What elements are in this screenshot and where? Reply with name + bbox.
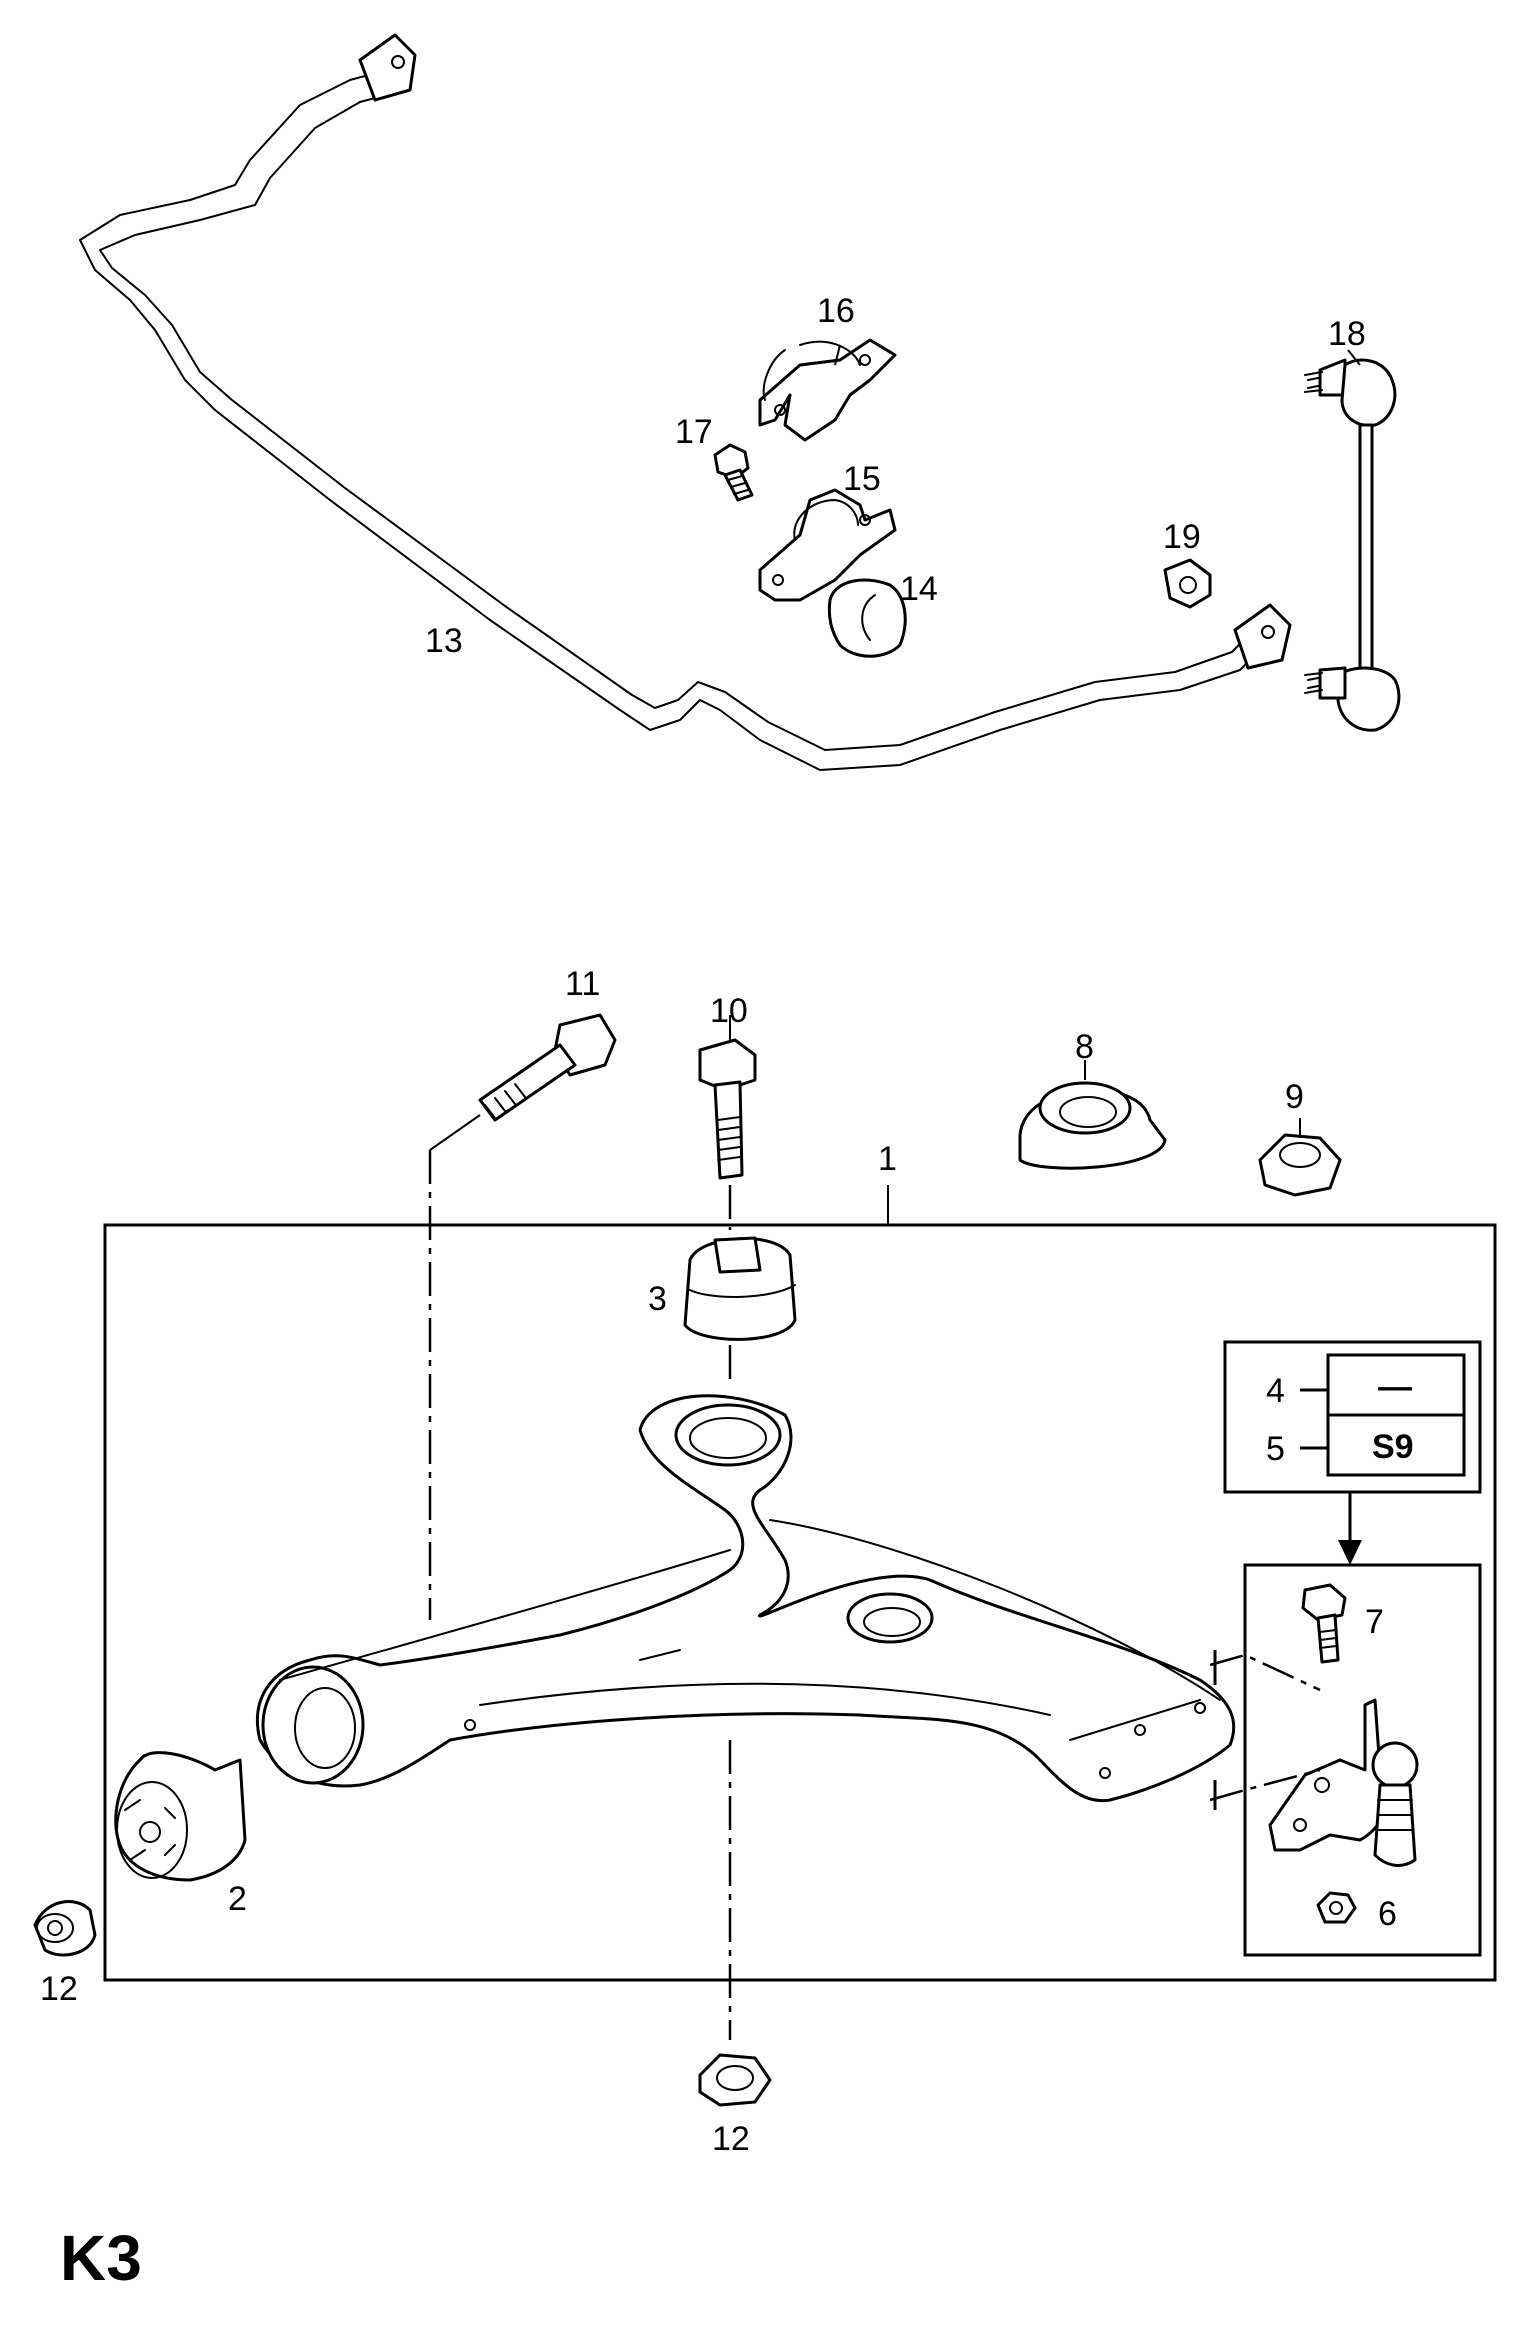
callout-9: 9 (1285, 1078, 1304, 1116)
stabilizer-link (1304, 358, 1401, 732)
callout-18: 18 (1328, 315, 1366, 353)
variant-row-4: — (1378, 1368, 1412, 1406)
callout-10: 10 (710, 992, 748, 1030)
callout-8: 8 (1075, 1028, 1094, 1066)
callout-17: 17 (675, 413, 713, 451)
callout-6: 6 (1378, 1895, 1397, 1933)
front-bushing (683, 1236, 797, 1385)
stabilizer-bar (79, 33, 1292, 771)
callout-5: 5 (1266, 1430, 1285, 1468)
rear-bushing (114, 1751, 247, 1882)
ball-joint-nut (1316, 1891, 1357, 1924)
nut-19 (1163, 558, 1212, 609)
callout-12-bottom: 12 (712, 2120, 750, 2158)
lower-control-arm (255, 1394, 1236, 1803)
bar-bushing (827, 578, 907, 658)
rubber-mount (1018, 1081, 1167, 1170)
bolt-vertical (698, 1038, 757, 1230)
callout-4: 4 (1266, 1372, 1285, 1410)
ball-joint (1268, 1698, 1419, 1867)
ball-joint-frame (1243, 1563, 1482, 1957)
callout-15: 15 (843, 460, 881, 498)
callout-13: 13 (425, 622, 463, 660)
variant-row-5: S9 (1372, 1428, 1414, 1466)
callout-1: 1 (878, 1140, 897, 1178)
callout-12-left: 12 (40, 1970, 78, 2008)
callout-11: 11 (565, 965, 600, 1003)
clamp-lower (758, 488, 897, 602)
callout-7: 7 (1365, 1603, 1384, 1641)
callout-14: 14 (900, 570, 938, 608)
leader-lines (729, 344, 1361, 1225)
bolt-long (428, 1013, 617, 1620)
callout-3: 3 (648, 1280, 667, 1318)
nut-9 (1258, 1133, 1342, 1197)
clamp-upper (758, 338, 897, 442)
bolt-clamp (713, 443, 754, 502)
callout-2: 2 (228, 1880, 247, 1918)
nut-12-left (33, 1900, 97, 1957)
page-code: K3 (60, 2222, 142, 2294)
assembly-frame (103, 1223, 1497, 1982)
variant-table (1223, 1340, 1482, 1565)
callout-16: 16 (817, 292, 855, 330)
ball-joint-bolt (1301, 1583, 1347, 1664)
callout-19: 19 (1163, 518, 1201, 556)
nut-12-bottom (698, 2053, 772, 2107)
